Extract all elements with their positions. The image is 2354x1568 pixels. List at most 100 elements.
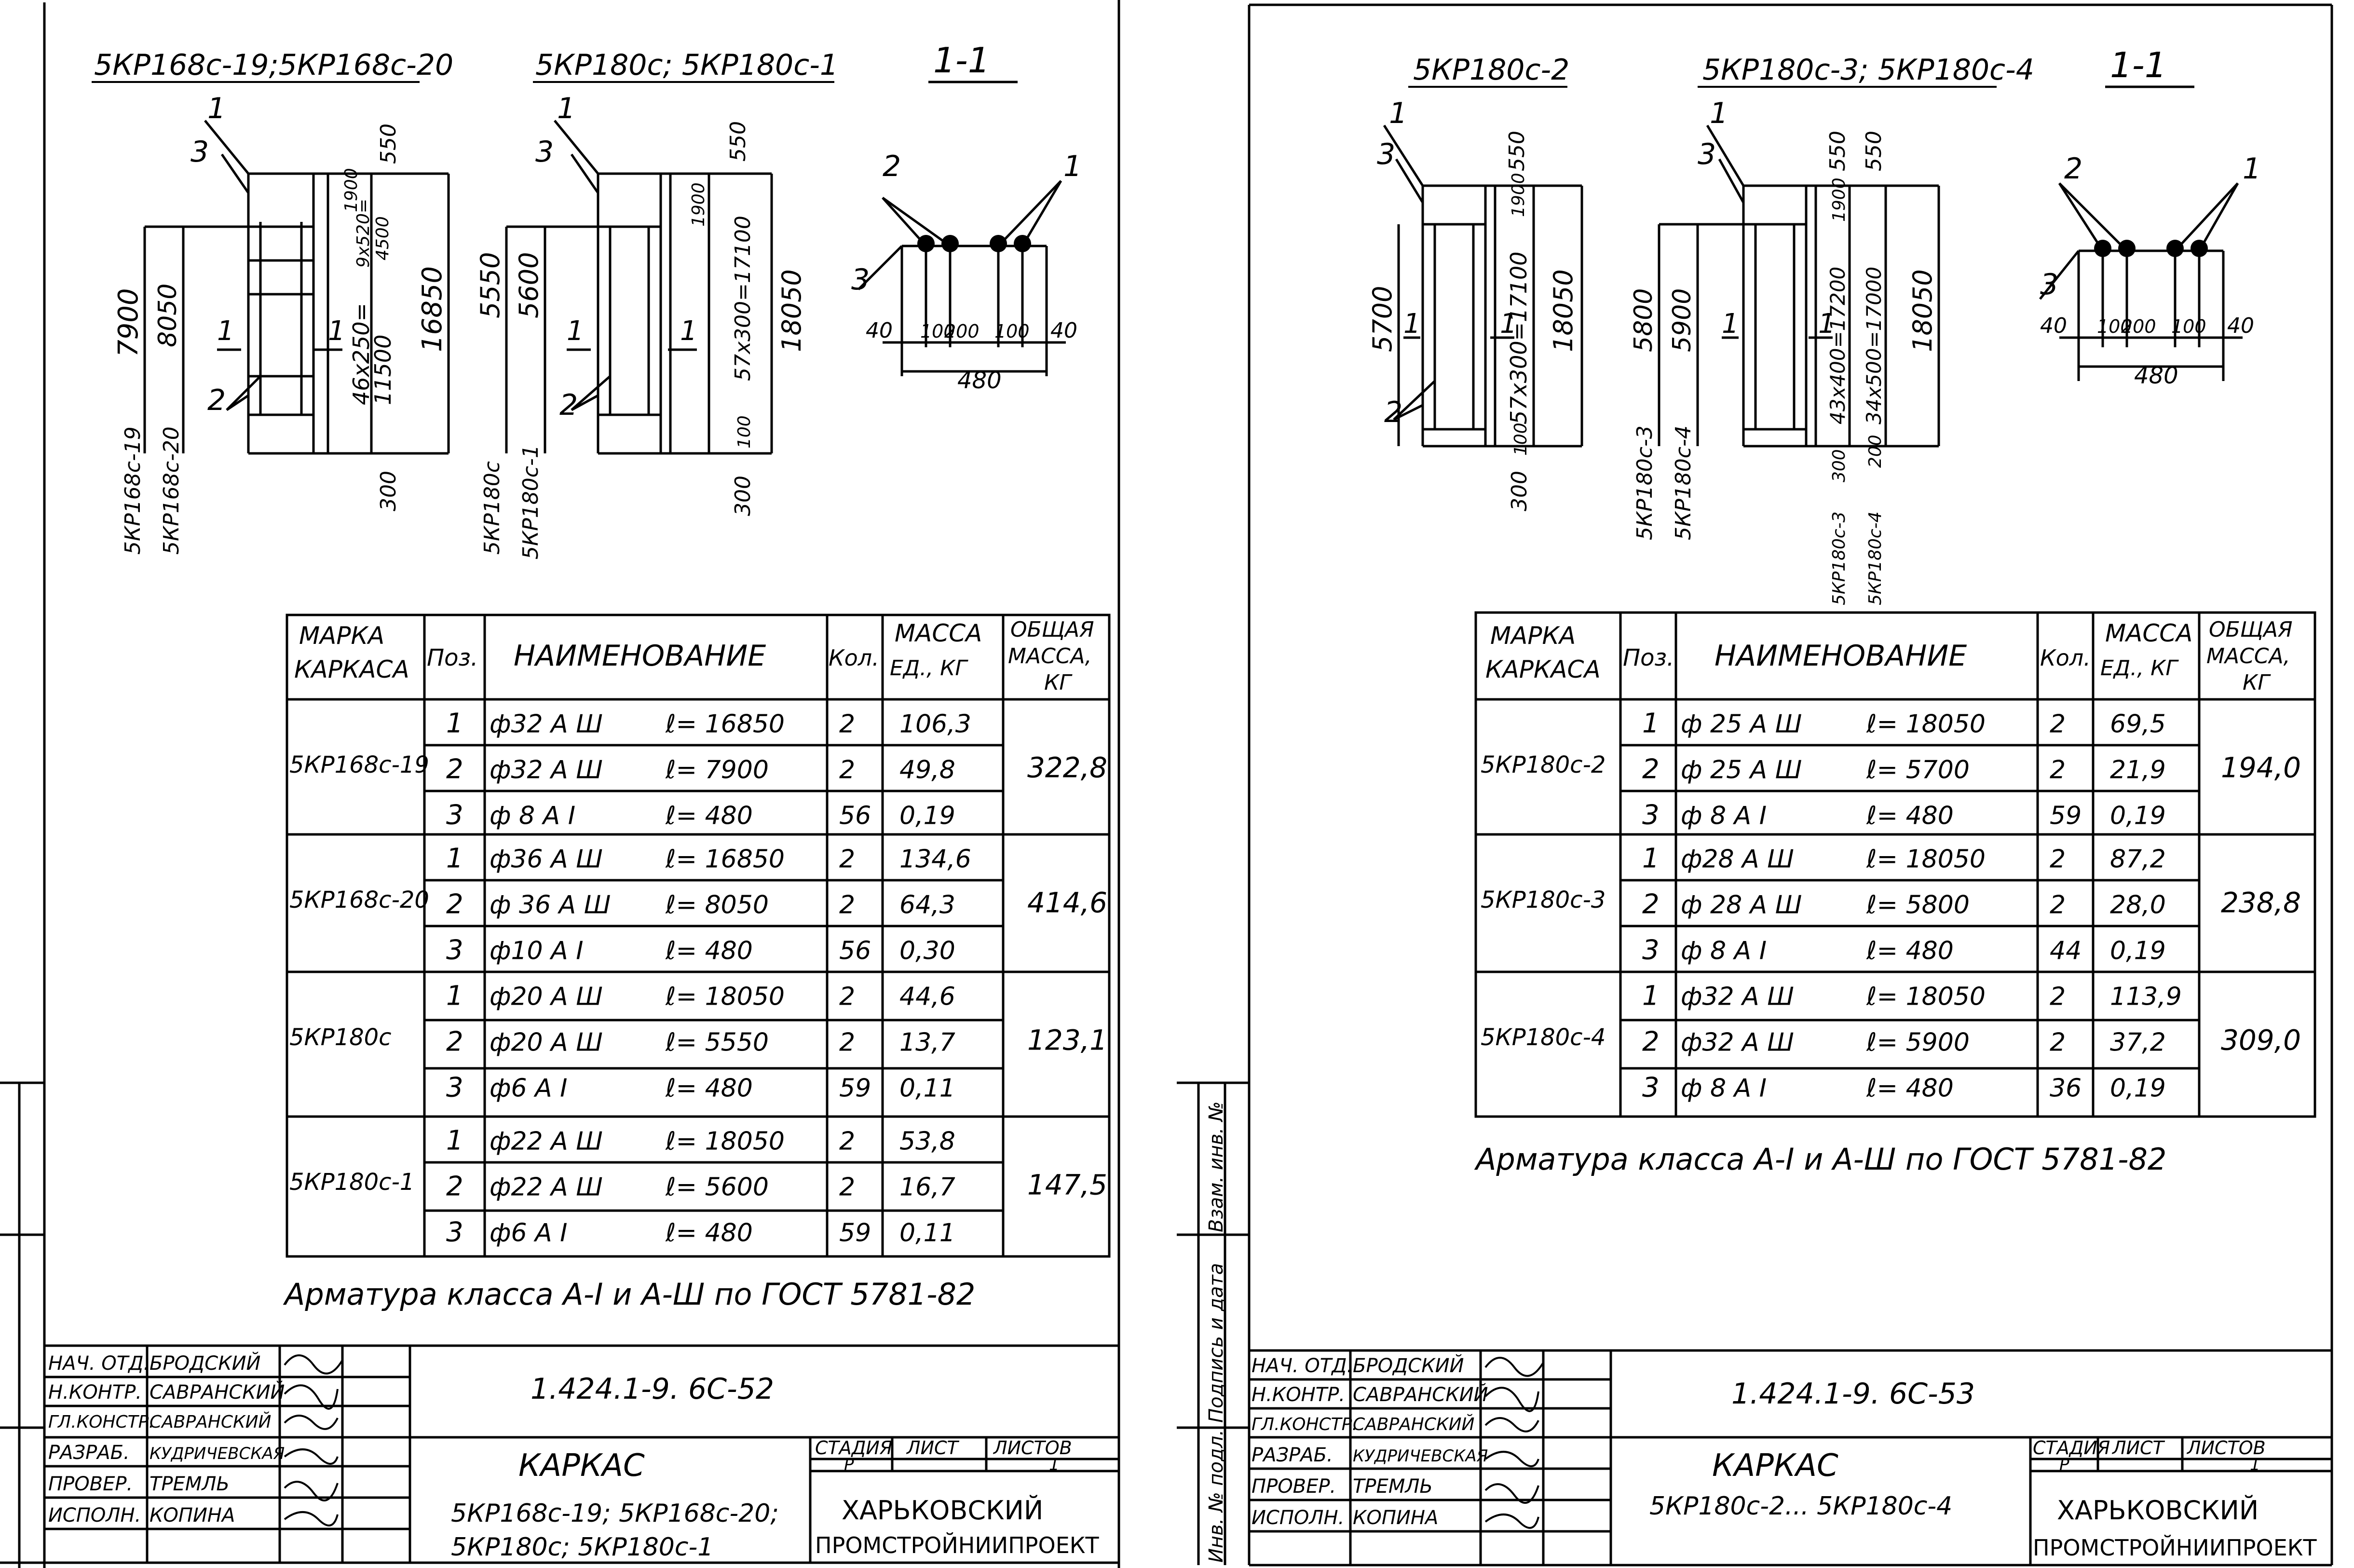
table-cell-mass: 13,7 <box>899 1028 955 1057</box>
svg-text:57х300=17100: 57х300=17100 <box>1506 252 1532 424</box>
table-mark: 5КР180с-3 <box>1481 886 1606 914</box>
svg-text:18050: 18050 <box>1907 269 1938 352</box>
svg-text:43х400=17200: 43х400=17200 <box>1826 267 1850 424</box>
table-cell-len: ℓ= 480 <box>1866 936 1954 965</box>
table-cell-poz: 1 <box>446 708 463 739</box>
table-cell-poz: 3 <box>446 1216 463 1248</box>
table-mark: 5КР168с-19 <box>289 751 429 778</box>
svg-text:1: 1 <box>1710 96 1728 130</box>
left-sheet: 5КР168с-19;5КР168с-20 5КР180с; 5КР180с-1… <box>0 0 1120 1568</box>
svg-text:САВРАНСКИЙ: САВРАНСКИЙ <box>1353 1383 1488 1406</box>
table-cell-mass: 49,8 <box>899 755 955 784</box>
table-cell-kol: 59 <box>839 1218 871 1247</box>
table-cell-kol: 2 <box>2050 755 2066 784</box>
elevation-1 <box>143 120 450 455</box>
svg-text:ЛИСТОВ: ЛИСТОВ <box>2186 1437 2266 1459</box>
table-total: 309,0 <box>2221 1024 2301 1057</box>
left-stamp <box>44 1344 1119 1563</box>
table-cell-len: ℓ= 5700 <box>1866 755 1970 784</box>
table-cell-dia: ф10 А I <box>490 936 584 965</box>
svg-text:НАИМЕНОВАНИЕ: НАИМЕНОВАНИЕ <box>1714 639 1967 673</box>
svg-text:ТРЕМЛЬ: ТРЕМЛЬ <box>150 1473 230 1495</box>
table-cell-mass: 0,19 <box>2110 1074 2166 1103</box>
table-cell-kol: 56 <box>839 936 871 965</box>
table-cell-poz: 3 <box>1642 1072 1660 1103</box>
header-section: 1-1 <box>933 40 990 81</box>
svg-text:5800: 5800 <box>1629 288 1658 352</box>
left-stamp-text: НАЧ. ОТД. Н.КОНТР. ГЛ.КОНСТР. РАЗРАБ. ПР… <box>48 1351 1099 1562</box>
table-cell-poz: 2 <box>1642 753 1660 785</box>
table-cell-len: ℓ= 5600 <box>665 1173 769 1201</box>
svg-text:18050: 18050 <box>1548 269 1578 352</box>
right-note: Арматура класса А-I и А-Ш по ГОСТ 5781-8… <box>1474 1142 2166 1177</box>
svg-text:300: 300 <box>376 471 401 511</box>
table-cell-poz: 3 <box>446 1072 463 1103</box>
svg-text:1: 1 <box>2250 1455 2260 1474</box>
table-cell-mass: 0,11 <box>899 1074 955 1103</box>
svg-text:ПРОМСТРОЙНИИПРОЕКТ: ПРОМСТРОЙНИИПРОЕКТ <box>815 1532 1099 1558</box>
table-mark: 5КР180с-2 <box>1481 751 1606 778</box>
table-cell-kol: 44 <box>2050 936 2082 965</box>
svg-text:1: 1 <box>207 92 226 125</box>
table-cell-len: ℓ= 5800 <box>1866 890 1970 919</box>
table-cell-dia: ф22 А Ш <box>490 1127 603 1156</box>
left-drawing: 5КР168с-19;5КР168с-20 5КР180с; 5КР180с-1… <box>0 0 1120 1568</box>
table-cell-kol: 2 <box>839 890 855 919</box>
svg-text:ЕД., КГ: ЕД., КГ <box>890 656 968 681</box>
svg-text:550: 550 <box>726 121 750 162</box>
table-cell-kol: 2 <box>839 845 855 873</box>
svg-text:300: 300 <box>1829 449 1849 482</box>
table-cell-poz: 1 <box>446 980 463 1011</box>
svg-text:57х300=17100: 57х300=17100 <box>731 216 755 381</box>
svg-text:Подпись и дата: Подпись и дата <box>1205 1263 1227 1423</box>
svg-text:5КР180с-2... 5КР180с-4: 5КР180с-2... 5КР180с-4 <box>1649 1492 1952 1521</box>
right-signatures <box>1484 1357 1544 1529</box>
header-section: 1-1 <box>2110 45 2167 85</box>
table-cell-kol: 59 <box>2050 801 2082 830</box>
table-mark: 5КР180с-1 <box>289 1169 414 1196</box>
r-section-1-1 <box>2039 182 2243 381</box>
svg-text:1: 1 <box>1403 308 1421 340</box>
svg-text:550: 550 <box>376 123 401 164</box>
svg-text:КОПИНА: КОПИНА <box>150 1504 235 1527</box>
svg-text:200: 200 <box>944 321 980 342</box>
svg-text:КАРКАСА: КАРКАСА <box>294 655 409 683</box>
table-cell-len: ℓ= 18050 <box>1866 982 1986 1011</box>
table-cell-len: ℓ= 18050 <box>1866 709 1986 738</box>
table-cell-len: ℓ= 8050 <box>665 890 769 919</box>
left-spec-table <box>286 614 1111 1258</box>
svg-text:1900: 1900 <box>1509 173 1528 217</box>
svg-text:Р: Р <box>2059 1455 2069 1474</box>
table-cell-kol: 2 <box>839 709 855 738</box>
table-cell-dia: ф 25 А Ш <box>1681 709 1802 738</box>
svg-text:9х520=: 9х520= <box>354 199 373 268</box>
left-stamp-code: 1.424.1-9. 6С-52 <box>531 1372 774 1406</box>
svg-text:1: 1 <box>1500 308 1517 340</box>
section-1-1-bars <box>917 235 1031 252</box>
table-cell-mass: 106,3 <box>899 709 971 738</box>
right-headers: 5КР180с-2 5КР180с-3; 5КР180с-4 1-1 <box>1408 45 2194 88</box>
table-cell-mass: 0,19 <box>899 801 955 830</box>
svg-text:5КР180с; 5КР180с-1: 5КР180с; 5КР180с-1 <box>451 1533 713 1562</box>
svg-text:Р: Р <box>844 1455 854 1474</box>
svg-text:1: 1 <box>1063 150 1082 183</box>
svg-text:100: 100 <box>1511 423 1531 456</box>
table-cell-len: ℓ= 480 <box>665 1074 753 1103</box>
table-cell-mass: 28,0 <box>2110 890 2166 919</box>
svg-text:5КР168с-19; 5КР168с-20;: 5КР168с-19; 5КР168с-20; <box>451 1499 779 1528</box>
svg-text:МАССА: МАССА <box>895 619 982 647</box>
svg-text:РАЗРАБ.: РАЗРАБ. <box>48 1442 130 1464</box>
svg-text:5900: 5900 <box>1668 288 1697 352</box>
svg-text:18050: 18050 <box>776 269 807 352</box>
svg-text:5КР180с-1: 5КР180с-1 <box>518 445 543 559</box>
table-cell-poz: 1 <box>1642 843 1660 874</box>
svg-text:5КР168с-19: 5КР168с-19 <box>121 426 145 555</box>
table-cell-kol: 2 <box>839 755 855 784</box>
svg-text:Инв. № подл.: Инв. № подл. <box>1205 1430 1227 1563</box>
table-cell-kol: 2 <box>839 1173 855 1201</box>
svg-text:ИСПОЛН.: ИСПОЛН. <box>1252 1507 1344 1529</box>
svg-text:2: 2 <box>883 150 901 183</box>
svg-text:2: 2 <box>1384 395 1402 429</box>
table-cell-poz: 2 <box>1642 888 1660 920</box>
